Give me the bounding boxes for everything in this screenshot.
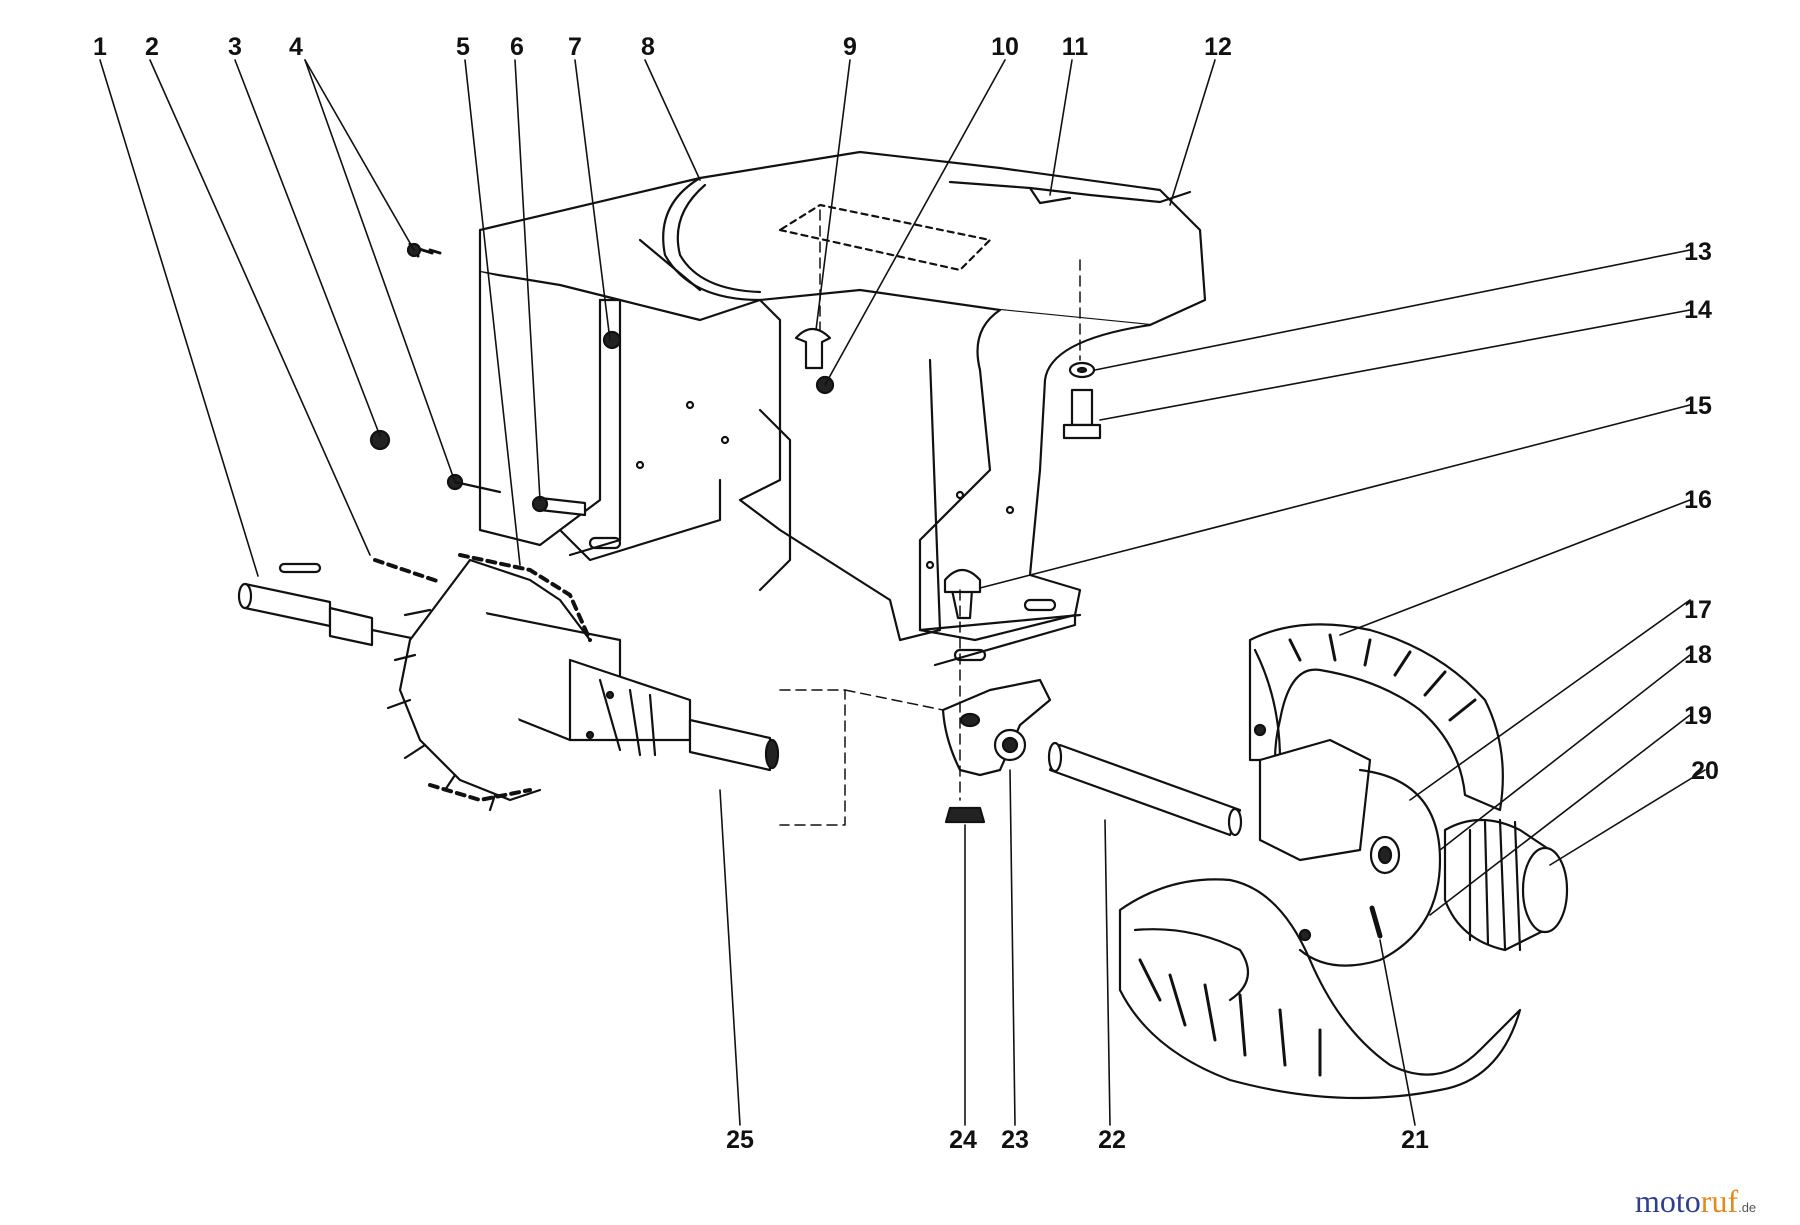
part-label-14: 14 bbox=[1684, 296, 1712, 324]
watermark-moto: moto bbox=[1635, 1183, 1701, 1219]
part-label-24: 24 bbox=[949, 1126, 977, 1154]
part-label-4: 4 bbox=[289, 33, 303, 61]
part-label-13: 13 bbox=[1684, 238, 1712, 266]
wheel-shaft bbox=[1047, 741, 1243, 837]
part-label-3: 3 bbox=[228, 33, 242, 61]
chain bbox=[373, 553, 592, 802]
part-label-20: 20 bbox=[1691, 757, 1719, 785]
part-label-21: 21 bbox=[1401, 1126, 1429, 1154]
part-label-17: 17 bbox=[1684, 596, 1712, 624]
part-label-23: 23 bbox=[1001, 1126, 1029, 1154]
part-label-12: 12 bbox=[1204, 33, 1232, 61]
part-label-5: 5 bbox=[456, 33, 470, 61]
hood-cover bbox=[478, 150, 1207, 667]
part-label-18: 18 bbox=[1684, 641, 1712, 669]
part-label-6: 6 bbox=[510, 33, 524, 61]
part-label-9: 9 bbox=[843, 33, 857, 61]
watermark-logo: motoruf.de bbox=[1635, 1183, 1756, 1219]
part-label-19: 19 bbox=[1684, 702, 1712, 730]
assembly-guides bbox=[779, 209, 1081, 826]
wheel-tire bbox=[1118, 623, 1569, 1100]
part-label-25: 25 bbox=[726, 1126, 754, 1154]
part-label-1: 1 bbox=[93, 33, 107, 61]
part-label-16: 16 bbox=[1684, 486, 1712, 514]
part-label-8: 8 bbox=[641, 33, 655, 61]
part-label-7: 7 bbox=[568, 33, 582, 61]
part-label-15: 15 bbox=[1684, 392, 1712, 420]
bearing-block bbox=[941, 678, 1052, 777]
part-label-2: 2 bbox=[145, 33, 159, 61]
part-label-22: 22 bbox=[1098, 1126, 1126, 1154]
part-label-10: 10 bbox=[991, 33, 1019, 61]
rear-rod bbox=[948, 180, 1192, 205]
part-number-labels: 1 2 3 4 5 6 7 8 9 10 11 12 13 14 15 16 1… bbox=[93, 33, 1719, 1154]
watermark-ruf: ruf bbox=[1701, 1183, 1739, 1219]
svg-text:motoruf.de: motoruf.de bbox=[1635, 1183, 1756, 1219]
hardware bbox=[369, 242, 1383, 939]
part-label-11: 11 bbox=[1062, 33, 1089, 61]
leader-lines bbox=[99, 59, 1706, 1126]
watermark-tld: .de bbox=[1738, 1200, 1756, 1215]
